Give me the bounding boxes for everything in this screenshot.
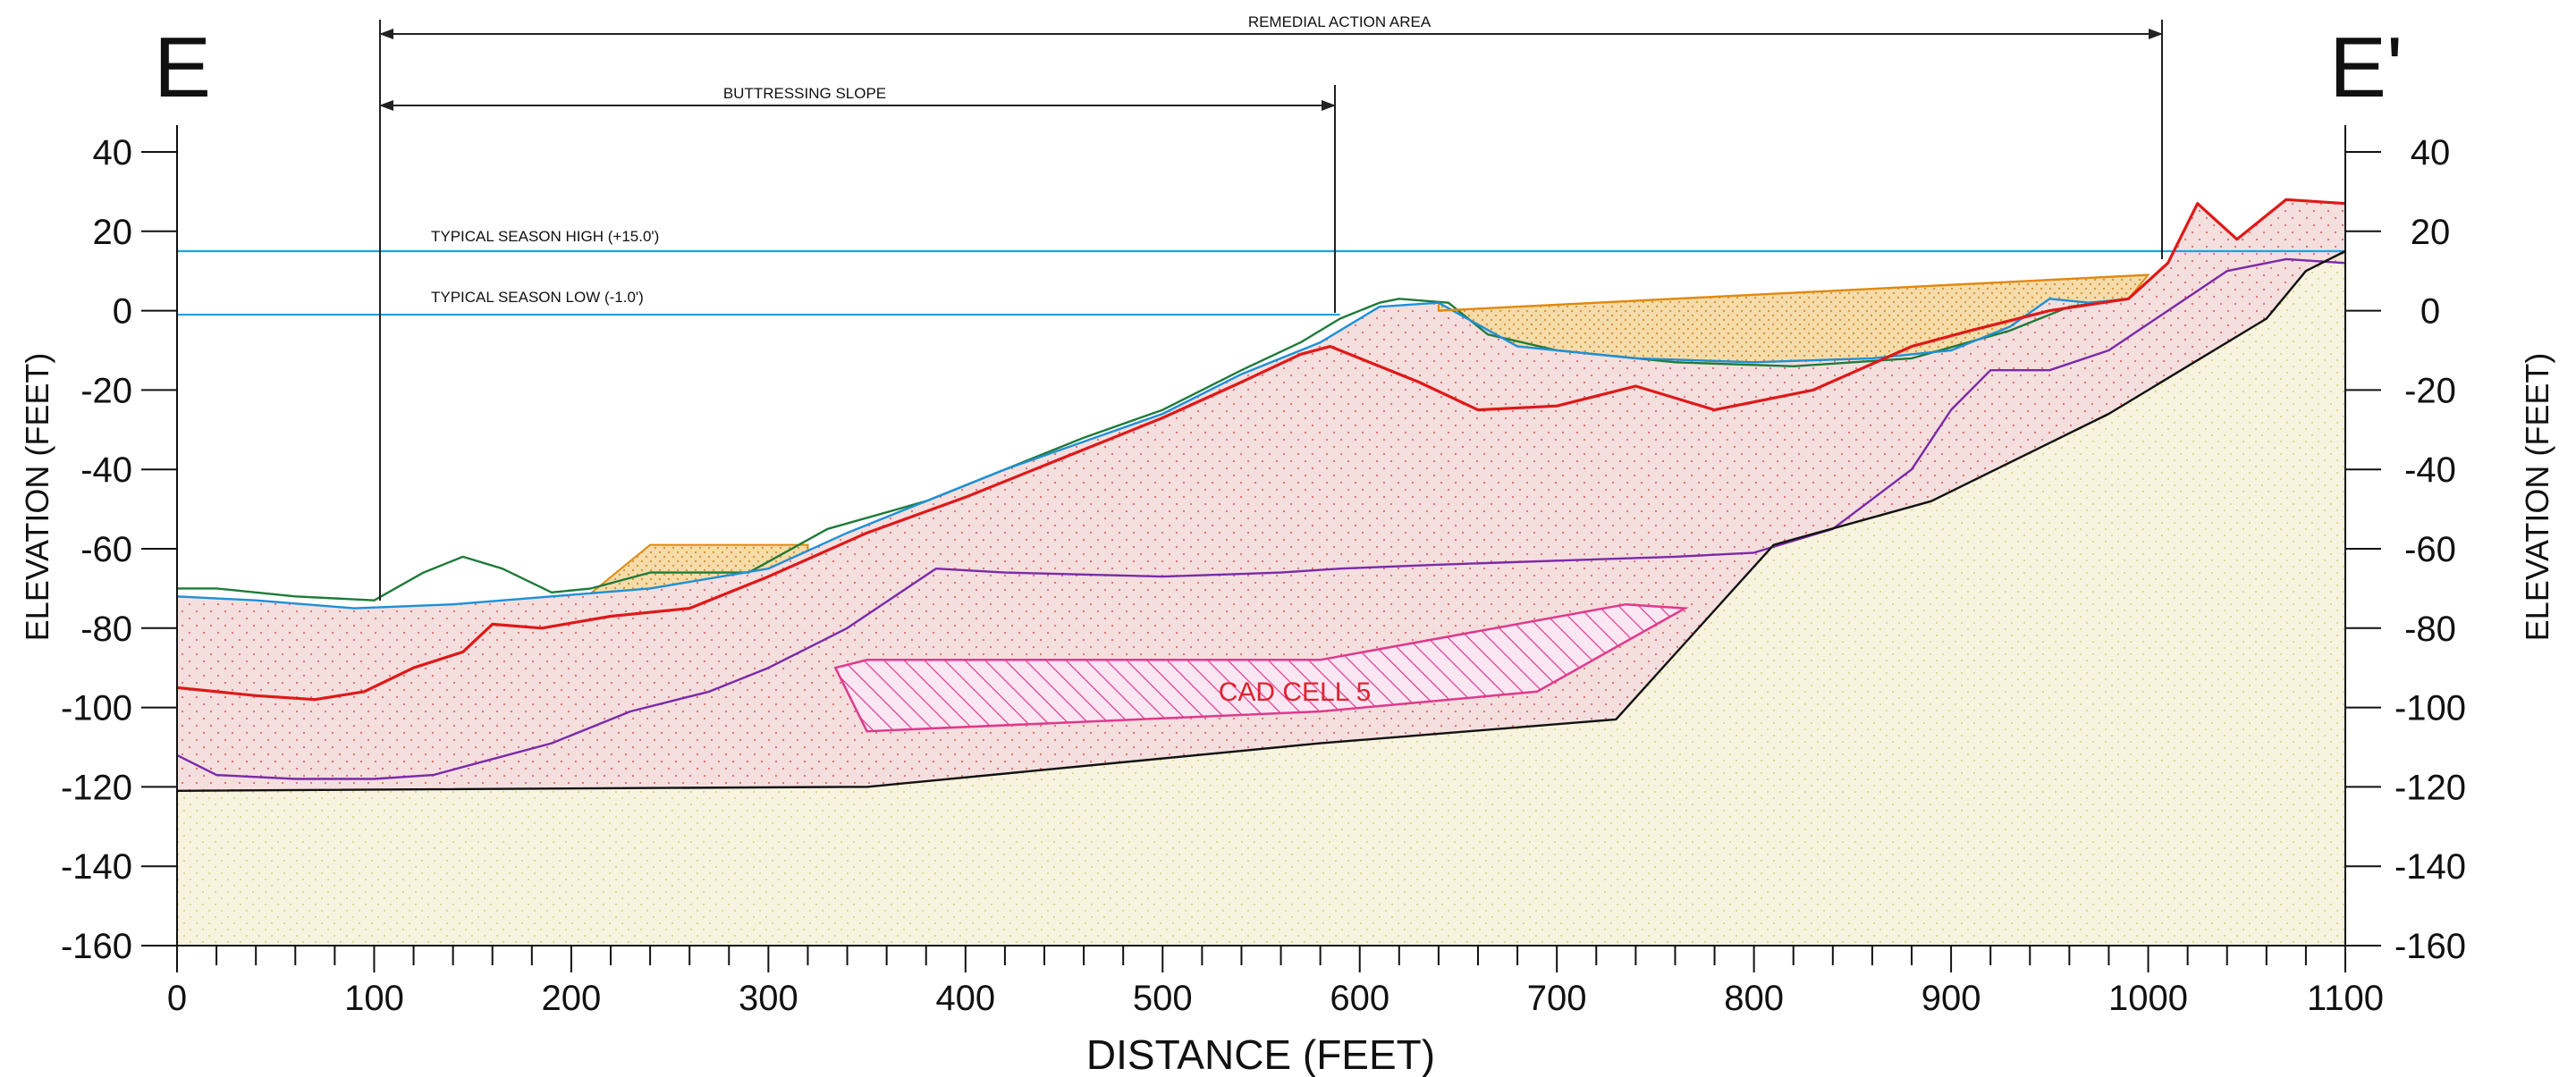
fill-layer [177,199,2345,791]
ground-surface-line [177,298,2129,602]
y-tick-label-right: 40 [2411,133,2451,172]
y-tick-label-left: -140 [61,847,132,887]
x-tick-label: 300 [739,979,798,1018]
x-tick-label: 500 [1133,979,1193,1018]
x-tick-label: 800 [1724,979,1784,1018]
section-label-right: E' [2329,20,2403,115]
remedial-area-label: REMEDIAL ACTION AREA [1248,13,1432,30]
base-contact-line [176,249,2346,792]
x-tick-label: 1100 [2307,979,2384,1018]
season-low-label: TYPICAL SEASON LOW (-1.0') [431,289,644,306]
y-tick-label-right: -120 [2394,768,2466,807]
x-axis-title: DISTANCE (FEET) [1086,1031,1435,1077]
y-tick-label-right: -80 [2404,610,2456,649]
y-tick-label-right: -160 [2394,927,2466,966]
sand-top-line [1438,273,2149,312]
y-tick-label-right: 0 [2420,292,2440,332]
y-tick-label-left: 40 [93,133,133,172]
survey-surface-line [176,298,2129,610]
y-axis-title-right: ELEVATION (FEET) [2519,353,2555,642]
y-tick-label-right: -20 [2404,371,2456,410]
cad-cell-shape [833,602,1689,733]
base-layer-fill [177,251,2345,946]
x-tick-label: 700 [1527,979,1587,1018]
y-tick-label-left: -160 [61,927,132,966]
buttressing-slope-label: BUTTRESSING SLOPE [723,85,886,102]
x-tick-label: 0 [167,979,187,1018]
x-tick-label: 200 [542,979,602,1018]
x-tick-label: 900 [1921,979,1981,1018]
y-tick-label-left: -20 [80,371,132,410]
native-soil-line [176,257,2346,780]
section-label-left: E [154,20,211,115]
existing-fill-line [176,198,2346,702]
y-tick-label-left: -100 [61,689,132,728]
y-tick-label-right: -60 [2404,530,2456,569]
profile-lines [176,198,2346,792]
y-tick-label-right: -140 [2394,847,2466,887]
x-tick-label: 400 [935,979,995,1018]
season-high-label: TYPICAL SEASON HIGH (+15.0') [431,228,659,245]
y-axis-title-left: ELEVATION (FEET) [19,353,55,642]
y-tick-label-left: -80 [80,610,132,649]
y-tick-label-left: -40 [80,450,132,490]
y-tick-label-left: -60 [80,530,132,569]
dimension-annotations: REMEDIAL ACTION AREA BUTTRESSING SLOPE [379,13,2163,601]
y-tick-label-right: -100 [2394,689,2466,728]
y-tick-label-left: 20 [93,213,133,252]
x-tick-label: 1000 [2108,979,2188,1018]
y-tick-label-right: -40 [2404,450,2456,490]
y-tick-label-left: 0 [113,292,132,332]
y-tick-label-right: 20 [2411,213,2451,252]
y-tick-label-left: -120 [61,768,132,807]
x-tick-label: 600 [1330,979,1389,1018]
x-tick-label: 100 [344,979,404,1018]
cad-cell-label: CAD CELL 5 [1219,677,1372,707]
